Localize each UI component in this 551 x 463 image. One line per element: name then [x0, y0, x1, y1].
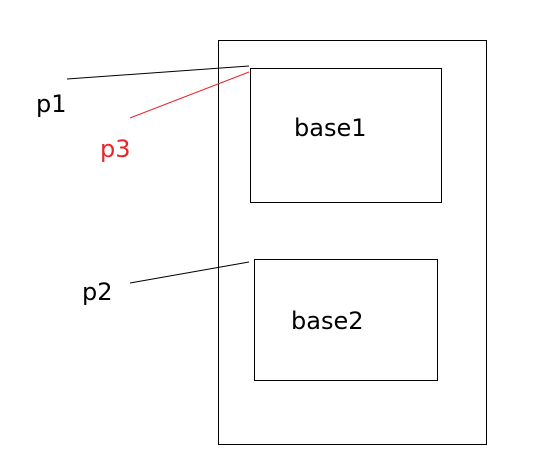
base2-box [254, 259, 438, 381]
p1-label: p1 [36, 90, 67, 118]
p3-label: p3 [100, 135, 131, 163]
base2-label: base2 [291, 307, 364, 335]
base1-label: base1 [294, 114, 367, 142]
outer-frame [218, 40, 487, 445]
p2-label: p2 [82, 278, 113, 306]
base1-box [250, 68, 442, 203]
